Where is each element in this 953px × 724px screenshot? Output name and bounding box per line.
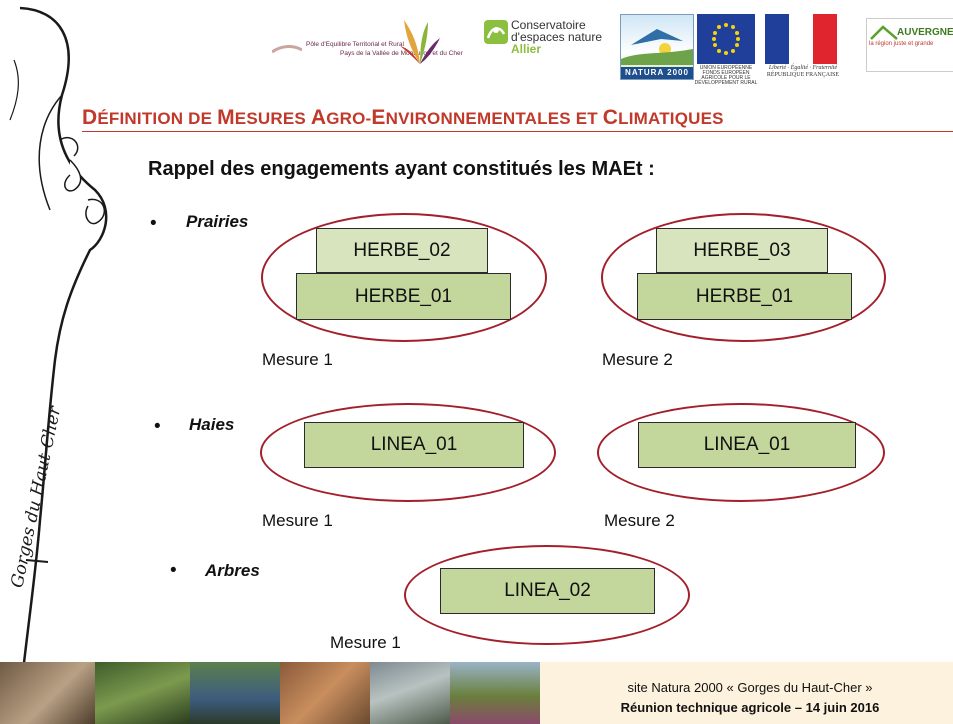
conservatoire-line1: Conservatoire bbox=[511, 18, 586, 32]
eu-line2: FONDS EUROPÉEN AGRICOLE POUR LE DÉVELOPP… bbox=[694, 70, 758, 86]
haies-m1-ellipse bbox=[260, 403, 556, 502]
natura2000-logo: NATURA 2000 bbox=[620, 14, 694, 80]
prairies-m1-ellipse bbox=[261, 213, 547, 342]
prairies-label: Prairies bbox=[186, 212, 249, 231]
auvergne-line2: la région juste et grande bbox=[869, 41, 934, 47]
prairies-m2-top-box: HERBE_03 bbox=[656, 228, 828, 273]
eu-flag-icon bbox=[697, 14, 755, 64]
photo-rock bbox=[0, 662, 95, 724]
footer-panel bbox=[540, 662, 953, 724]
eu-logo-text: UNION EUROPÉENNE FONDS EUROPÉEN AGRICOLE… bbox=[692, 66, 760, 86]
title-rest-5: LIMATIQUES bbox=[618, 109, 724, 128]
pole-logo-line1: Pôle d'Equilibre Territorial et Rural bbox=[306, 41, 404, 48]
auvergne-mountain-icon bbox=[870, 25, 898, 40]
title-cap-2: M bbox=[217, 106, 235, 129]
arbres-m1-box: LINEA_02 bbox=[440, 568, 655, 614]
title-rest-2: ESURES bbox=[234, 109, 311, 128]
haies-m2-caption: Mesure 2 bbox=[604, 511, 675, 530]
conservatoire-logo-icon bbox=[484, 20, 508, 44]
arbres-label: Arbres bbox=[205, 561, 260, 580]
photo-river bbox=[190, 662, 280, 724]
title-cap-1: D bbox=[82, 106, 98, 129]
prairies-m2-ellipse bbox=[601, 213, 886, 342]
natura2000-bird-icon bbox=[621, 29, 693, 65]
eu-line1: UNION EUROPÉENNE bbox=[699, 65, 753, 71]
pole-logo-leaves-icon bbox=[400, 20, 440, 64]
pole-logo-text: Pôle d'Equilibre Territorial et Rural Pa… bbox=[300, 40, 463, 58]
haies-m2-box: LINEA_01 bbox=[638, 422, 856, 468]
title-rest-1: ÉFINITION DE bbox=[97, 109, 218, 128]
bullet-prairies: • bbox=[150, 213, 157, 234]
prairies-m2-bottom-box: HERBE_01 bbox=[637, 273, 852, 320]
pole-logo-line2: Pays de la Vallée de Montluçon et du Che… bbox=[340, 50, 463, 57]
haies-m1-box: LINEA_01 bbox=[304, 422, 524, 468]
footer-site: site Natura 2000 « Gorges du Haut-Cher » bbox=[627, 680, 873, 695]
title-rule bbox=[82, 131, 953, 132]
photo-forest bbox=[95, 662, 190, 724]
auvergne-line1: AUVERGNE bbox=[897, 27, 953, 38]
title-cap-4: E bbox=[371, 106, 386, 129]
photo-cliff bbox=[370, 662, 450, 724]
auvergne-logo: AUVERGNE la région juste et grande bbox=[866, 18, 953, 72]
prairies-m1-caption: Mesure 1 bbox=[262, 350, 333, 369]
prairies-m1-bottom-box: HERBE_01 bbox=[296, 273, 511, 320]
bullet-haies: • bbox=[154, 416, 161, 437]
photo-lizard bbox=[280, 662, 370, 724]
arbres-m1-caption: Mesure 1 bbox=[330, 633, 401, 652]
prairies-m1-top-box: HERBE_02 bbox=[316, 228, 488, 273]
natura2000-label: NATURA 2000 bbox=[621, 67, 693, 79]
slide-title: DÉFINITION DE MESURES AGRO-ENVIRONNEMENT… bbox=[82, 106, 724, 130]
decorative-vine-border bbox=[9, 6, 108, 681]
arbres-m1-ellipse bbox=[404, 545, 690, 645]
photo-heath bbox=[450, 662, 540, 724]
footer-meeting: Réunion technique agricole – 14 juin 201… bbox=[620, 700, 880, 715]
pole-logo-swoosh bbox=[271, 42, 303, 54]
title-rest-4: NVIRONNEMENTALES ET bbox=[385, 109, 603, 128]
prairies-m2-caption: Mesure 2 bbox=[602, 350, 673, 369]
republique-flag-icon bbox=[765, 14, 837, 64]
title-cap-3: A bbox=[310, 106, 327, 129]
bullet-arbres: • bbox=[170, 560, 177, 581]
republique-logo-text: Liberté · Égalité · Fraternité RÉPUBLIQU… bbox=[763, 65, 843, 79]
conservatoire-line3: Allier bbox=[511, 42, 542, 56]
footer-photo-strip bbox=[0, 662, 540, 724]
rappel-heading: Rappel des engagements ayant constitués … bbox=[148, 158, 655, 180]
title-rest-3: GRO- bbox=[326, 109, 372, 128]
eu-stars-icon bbox=[712, 23, 740, 55]
conservatoire-logo-text: Conservatoire d'espaces nature Allier bbox=[511, 19, 602, 55]
conservatoire-line2: d'espaces nature bbox=[511, 30, 603, 44]
title-cap-5: C bbox=[602, 106, 619, 129]
haies-m2-ellipse bbox=[597, 403, 885, 502]
republique-line1: Liberté · Égalité · Fraternité bbox=[768, 65, 838, 71]
haies-m1-caption: Mesure 1 bbox=[262, 511, 333, 530]
republique-line2: RÉPUBLIQUE FRANÇAISE bbox=[766, 72, 840, 78]
haies-label: Haies bbox=[189, 415, 235, 434]
